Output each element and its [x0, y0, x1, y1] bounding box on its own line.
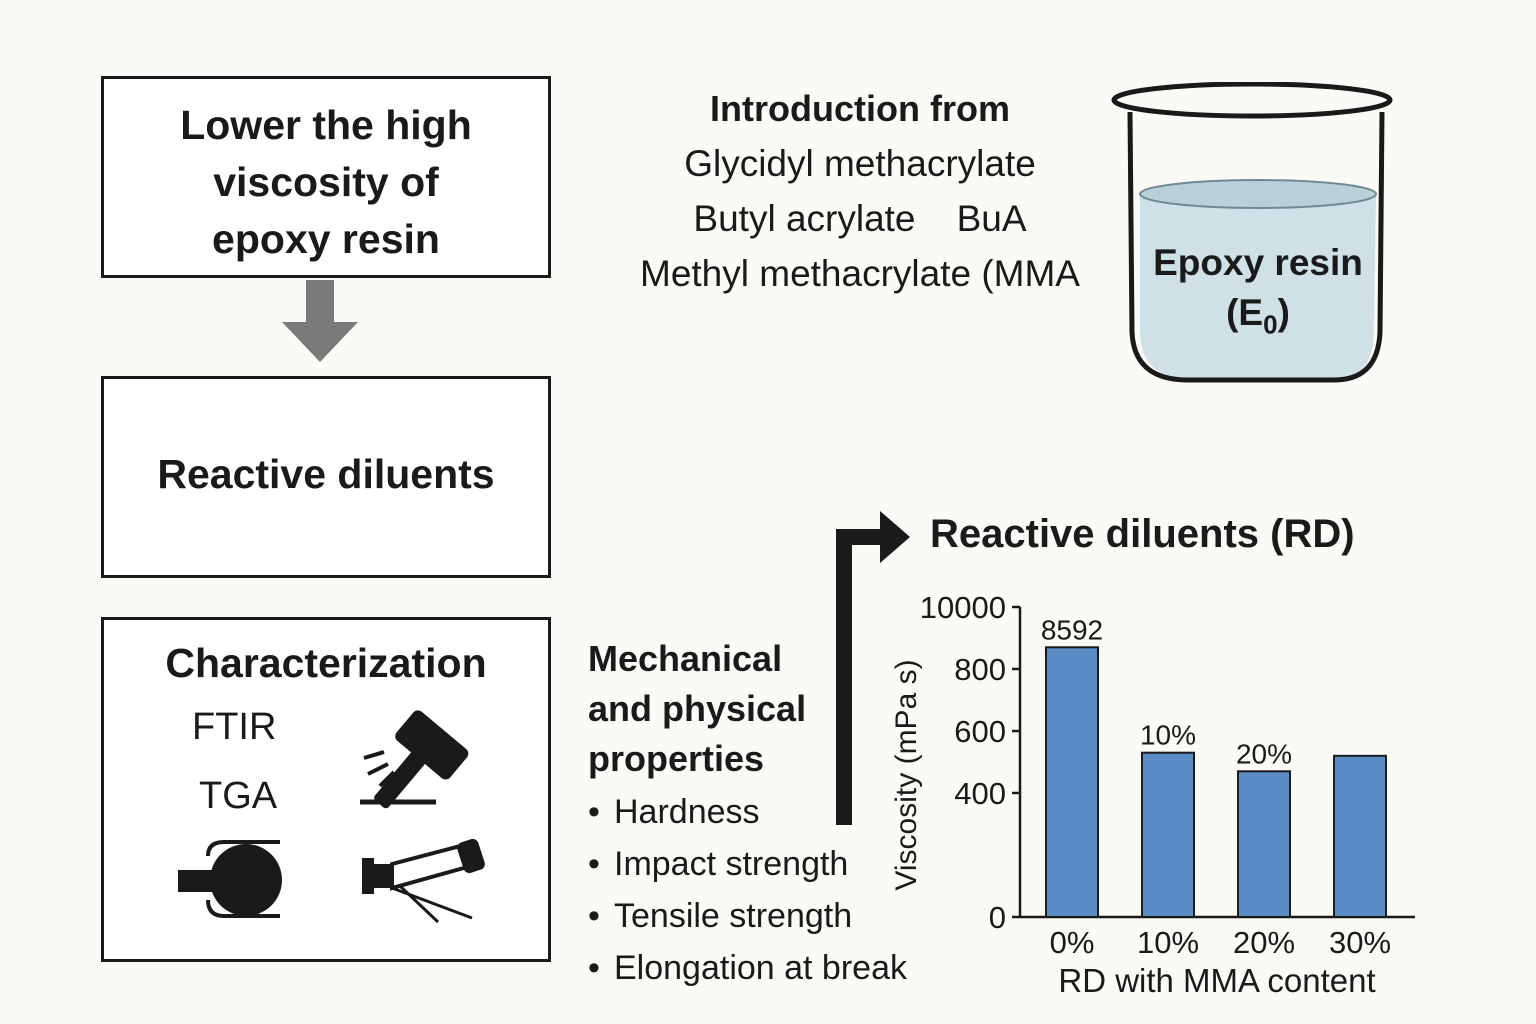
x-tick-label: 30% [1329, 925, 1391, 960]
intro-line-bua: Butyl acrylate BuA [693, 198, 1027, 239]
intro-line-gma: Glycidyl methacrylate [684, 143, 1036, 184]
intro-line-mma: Methyl methacrylate (MMA [640, 253, 1080, 294]
introduction-title: Introduction from [710, 88, 1010, 129]
bar [1045, 646, 1099, 918]
x-tick-label: 20% [1233, 925, 1295, 960]
y-tick-label: 0 [989, 900, 1006, 935]
properties-block: Mechanical and physical properties Hardn… [588, 634, 907, 994]
beaker-label-line2: (E0) [1130, 288, 1386, 349]
x-axis-label: RD with MMA content [1058, 962, 1375, 999]
beaker-label-sub: 0 [1263, 309, 1278, 340]
characterization-box: Characterization FTIR TGA [101, 617, 551, 962]
properties-title-2: and physical [588, 688, 807, 729]
properties-title-1: Mechanical [588, 638, 783, 679]
bar [1333, 754, 1387, 918]
reactive-diluents-box: Reactive diluents [101, 376, 551, 578]
x-tick-label: 0% [1050, 925, 1095, 960]
property-elongation: Elongation at break [588, 942, 907, 994]
beaker-label: Epoxy resin (E0) [1130, 238, 1386, 349]
chart-title: Reactive diluents (RD) [930, 512, 1355, 556]
ftir-label: FTIR [192, 706, 277, 748]
property-impact-strength: Impact strength [588, 838, 907, 890]
property-hardness: Hardness [588, 786, 907, 838]
bar [1141, 751, 1195, 919]
tensile-tester-icon [362, 838, 485, 924]
beaker-label-line1: Epoxy resin [1153, 242, 1363, 283]
reactive-diluents-text: Reactive diluents [157, 451, 495, 497]
tga-label: TGA [199, 775, 278, 817]
y-tick-label: 400 [954, 776, 1006, 811]
properties-title-3: properties [588, 738, 765, 779]
bar [1237, 770, 1291, 918]
beaker-label-end: ) [1277, 292, 1290, 333]
goal-box: Lower the high viscosity of epoxy resin [101, 76, 551, 278]
characterization-title: Characterization [165, 640, 487, 686]
bar-data-label: 8592 [1041, 614, 1103, 645]
goal-text: Lower the high viscosity of epoxy resin [180, 102, 472, 262]
bent-arrow-icon [836, 511, 910, 825]
y-tick-label: 600 [954, 714, 1006, 749]
tga-instrument-icon [178, 840, 282, 918]
down-arrow-icon [282, 280, 358, 362]
bar-data-label: 20% [1236, 738, 1292, 769]
beaker-icon [1111, 82, 1393, 383]
bar-data-label: 10% [1140, 720, 1196, 751]
hammer-impact-icon [360, 710, 469, 809]
x-tick-label: 10% [1137, 925, 1199, 960]
y-tick-label: 10000 [920, 590, 1006, 625]
introduction-block: Introduction from Glycidyl methacrylate … [600, 82, 1120, 301]
beaker-label-base: (E [1226, 292, 1264, 333]
property-tensile-strength: Tensile strength [588, 890, 907, 942]
y-tick-label: 800 [954, 652, 1006, 687]
